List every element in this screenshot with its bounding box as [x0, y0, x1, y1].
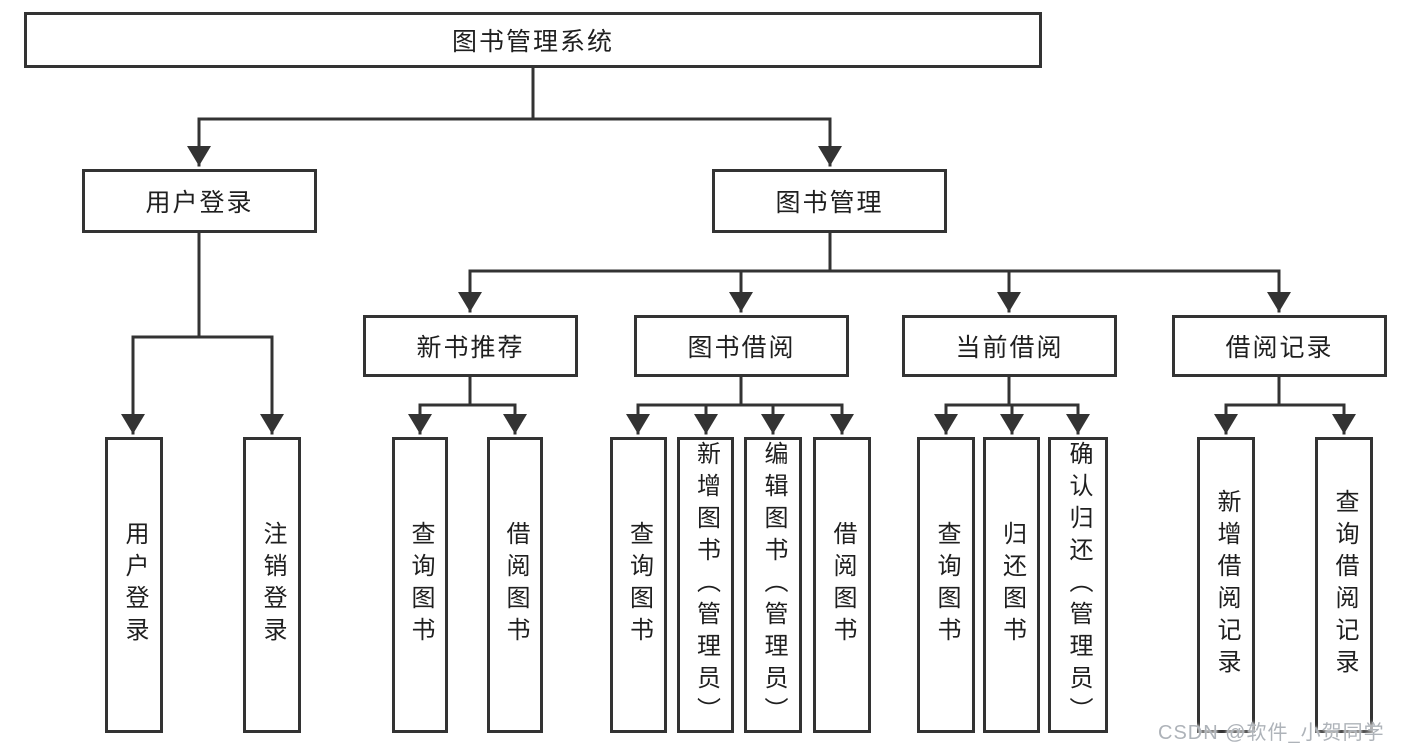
leaf-current-return-books: 归还图书	[983, 437, 1040, 733]
node-label: 查询图书	[407, 521, 434, 649]
node-label: 新书推荐	[416, 334, 525, 362]
node-borrowing-records: 借阅记录	[1172, 315, 1387, 377]
leaf-borrowing-query-books: 查询图书	[610, 437, 667, 733]
leaf-borrowing-edit-books-admin: 编辑图书（管理员）	[744, 437, 802, 733]
node-label: 当前借阅	[955, 334, 1064, 362]
node-label: 借阅图书	[829, 521, 856, 649]
leaf-newbook-query-books: 查询图书	[392, 437, 448, 733]
node-label: 注销登录	[259, 521, 286, 649]
node-book-borrowing: 图书借阅	[634, 315, 849, 377]
leaf-user-login: 用户登录	[105, 437, 163, 733]
node-label: 图书借阅	[687, 334, 796, 362]
node-label: 查询图书	[625, 521, 653, 649]
leaf-current-confirm-return-admin: 确认归还（管理员）	[1048, 437, 1108, 733]
node-book-management: 图书管理	[712, 169, 947, 233]
node-label: 确认归还（管理员）	[1065, 441, 1092, 729]
node-label: 归还图书	[998, 521, 1026, 649]
node-library-management-system: 图书管理系统	[24, 12, 1042, 68]
node-label: 新增图书（管理员）	[692, 441, 720, 729]
node-label: 查询图书	[933, 521, 960, 649]
node-current-borrowing: 当前借阅	[902, 315, 1117, 377]
leaf-newbook-borrow-books: 借阅图书	[487, 437, 543, 733]
node-label: 图书管理	[775, 189, 884, 217]
node-label: 新增借阅记录	[1213, 489, 1240, 681]
node-label: 用户登录	[121, 521, 148, 649]
node-new-book-recommend: 新书推荐	[363, 315, 578, 377]
node-label: 编辑图书（管理员）	[760, 441, 787, 729]
node-label: 借阅记录	[1225, 334, 1334, 362]
node-user-login: 用户登录	[82, 169, 317, 233]
leaf-borrowing-add-books-admin: 新增图书（管理员）	[677, 437, 734, 733]
leaf-logout: 注销登录	[243, 437, 301, 733]
node-label: 图书管理系统	[451, 28, 614, 56]
leaf-records-add-record: 新增借阅记录	[1197, 437, 1255, 733]
node-label: 查询借阅记录	[1331, 489, 1358, 681]
leaf-current-query-books: 查询图书	[917, 437, 975, 733]
csdn-watermark: CSDN @软件_小贺同学	[1158, 722, 1385, 744]
leaf-borrowing-borrow-books: 借阅图书	[813, 437, 871, 733]
node-label: 用户登录	[145, 189, 254, 217]
leaf-records-query-record: 查询借阅记录	[1315, 437, 1373, 733]
node-label: 借阅图书	[502, 521, 529, 649]
